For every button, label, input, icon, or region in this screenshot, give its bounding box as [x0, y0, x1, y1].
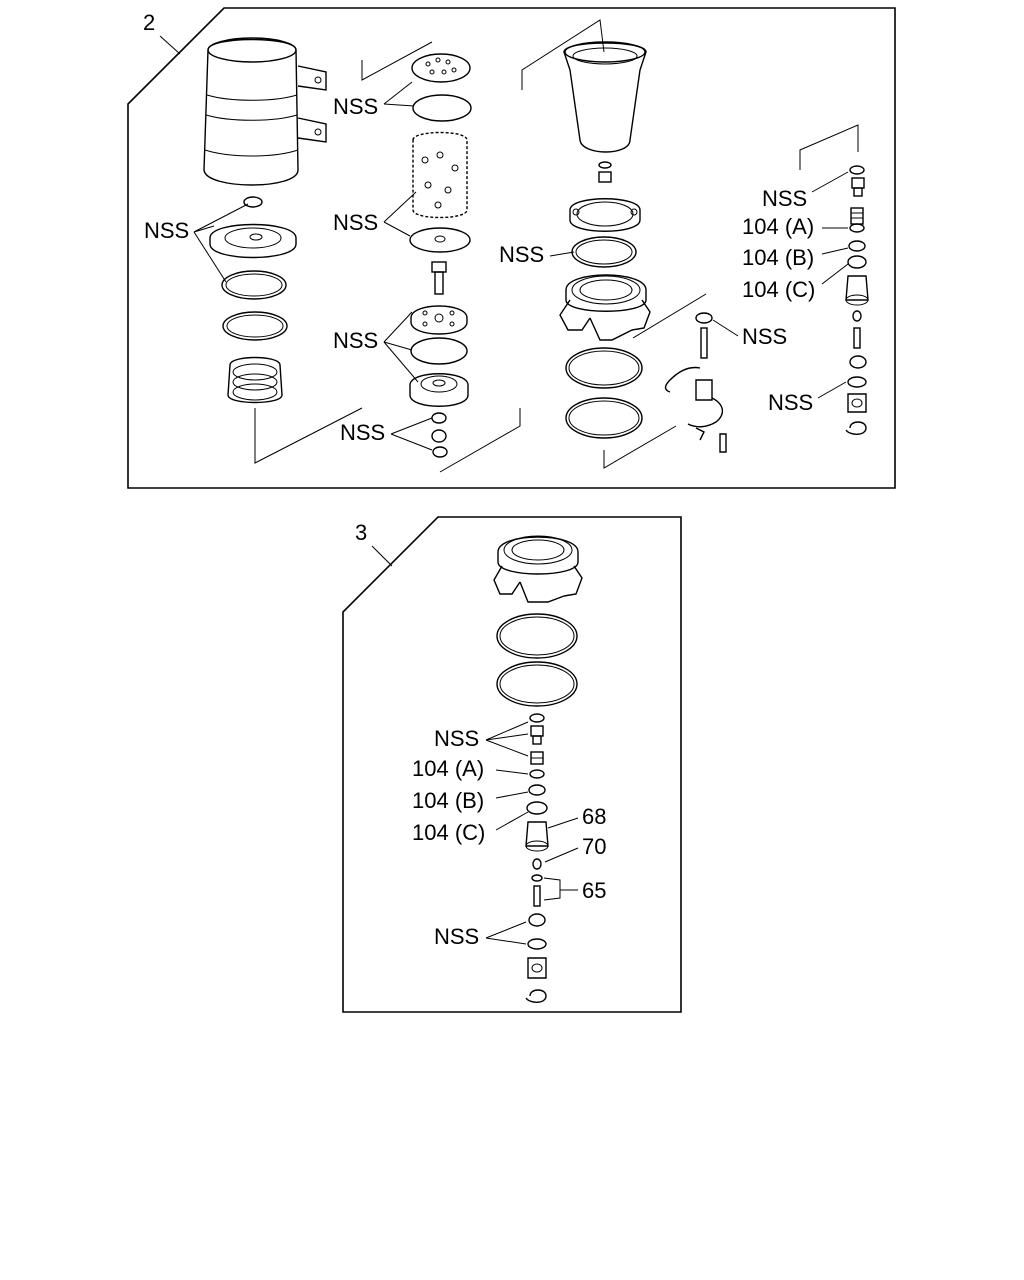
label-nss: NSS [434, 726, 479, 751]
gasket-ring [221, 270, 287, 300]
bowl [563, 41, 647, 153]
oring-104c-3 [526, 801, 548, 815]
valve-seat [409, 373, 469, 407]
tiny-oring-3 [529, 713, 545, 723]
cap-nut [243, 196, 263, 208]
seal-ring-right [571, 236, 637, 268]
label-nss: NSS [333, 94, 378, 119]
spring-small [850, 207, 864, 225]
valve-cap [847, 393, 867, 413]
label-104b: 104 (B) [742, 245, 814, 270]
label-70: 70 [582, 834, 606, 859]
valve-tip [852, 310, 862, 322]
valve-piston-68 [525, 821, 549, 852]
oring-lower-3 [527, 938, 547, 950]
oring-large-1 [565, 347, 643, 389]
label-nss: NSS [144, 218, 189, 243]
label-nss: NSS [434, 924, 479, 949]
snap-ring [845, 421, 867, 435]
small-seal [432, 446, 448, 458]
label-104a: 104 (A) [412, 756, 484, 781]
label-nss: NSS [333, 210, 378, 235]
tiny-oring [849, 165, 865, 175]
seal-ring [222, 311, 288, 341]
label-nss: NSS [742, 324, 787, 349]
stem-pin-65 [533, 885, 541, 907]
label-104a: 104 (A) [742, 214, 814, 239]
label-65: 65 [582, 878, 606, 903]
label-nss: NSS [333, 328, 378, 353]
small-oring [431, 412, 447, 424]
label-nss: NSS [340, 420, 385, 445]
canister-housing [203, 37, 327, 186]
oring-104b [848, 240, 866, 252]
pin-clip [531, 874, 543, 882]
panel-3-number: 3 [355, 520, 367, 545]
label-104c: 104 (C) [742, 277, 815, 302]
label-nss: NSS [499, 242, 544, 267]
bolt [431, 261, 447, 295]
oring-3-2 [496, 661, 578, 707]
snap-ring-3 [525, 989, 547, 1003]
label-104b: 104 (B) [412, 788, 484, 813]
panel-3-frame [342, 516, 682, 1013]
coil-spring [227, 356, 283, 404]
retainer [849, 355, 867, 369]
sensor-switch [664, 327, 727, 453]
oring-104a-3 [529, 769, 545, 779]
washer-plate [409, 227, 471, 253]
panel-3: 3 NSS 104 (A) 104 (B) [342, 516, 682, 1013]
plunger-bolt-3 [530, 725, 544, 745]
valve-piston [845, 275, 869, 306]
sensor-washer [695, 312, 713, 324]
gasket-top [412, 94, 472, 122]
label-104c: 104 (C) [412, 820, 485, 845]
bowl-washer [598, 161, 612, 169]
label-68: 68 [582, 804, 606, 829]
valve-body-3 [493, 535, 583, 603]
panel-2-frame [127, 7, 896, 489]
valve-body [559, 274, 651, 341]
flange-gasket [569, 198, 641, 232]
small-washer [431, 429, 447, 443]
oring-104b-3 [528, 784, 546, 796]
valve-cap-3 [527, 957, 547, 979]
gasket-middle [410, 337, 468, 365]
oring-3-1 [496, 613, 578, 659]
retainer-3 [528, 913, 546, 927]
panel-2: 2 NSS [127, 7, 896, 489]
label-nss: NSS [768, 390, 813, 415]
perforated-disc-top [411, 53, 471, 83]
stem-pin [853, 327, 861, 349]
label-nss: NSS [762, 186, 807, 211]
filter-element [412, 131, 468, 219]
plunger-bolt [851, 177, 865, 197]
valve-tip-70 [532, 858, 542, 870]
cover-plate [209, 223, 297, 259]
panel-2-number: 2 [143, 10, 155, 35]
oring-104c [847, 255, 867, 269]
oring-104a [849, 223, 865, 233]
bowl-nut [598, 171, 612, 183]
oring-lower [847, 376, 867, 388]
oring-large-2 [565, 397, 643, 439]
perforated-disc-bottom [410, 305, 468, 335]
spring-small-3 [530, 751, 544, 765]
